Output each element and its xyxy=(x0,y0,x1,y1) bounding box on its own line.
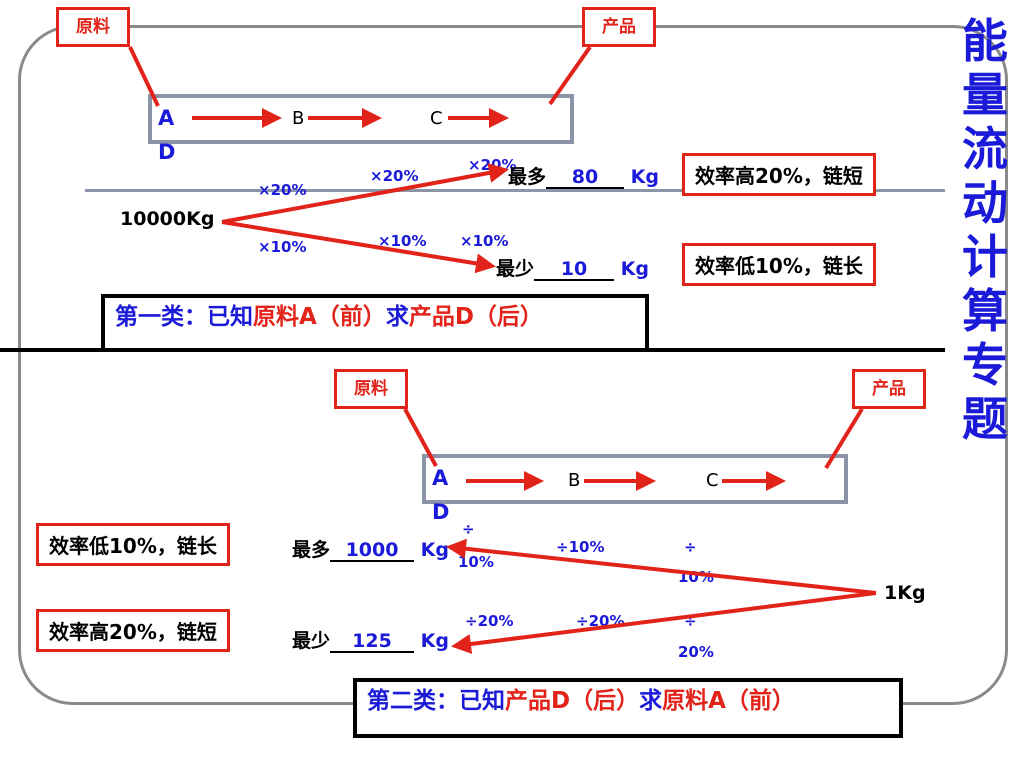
product-pointer-line xyxy=(824,407,864,470)
title-char: 专 xyxy=(962,338,1008,392)
max-value: 80 xyxy=(571,166,599,188)
raw-pointer-line xyxy=(403,408,438,467)
category-text: 求 xyxy=(385,304,409,330)
category-text: 产品D（后） xyxy=(408,304,543,330)
title-char: 题 xyxy=(962,392,1008,446)
food-chain-box xyxy=(422,454,848,504)
title-char: 计 xyxy=(962,230,1008,284)
source-amount: 10000Kg xyxy=(120,208,215,230)
multiplier-label: ×20% xyxy=(370,167,419,185)
min-value: 10 xyxy=(560,258,588,280)
efficiency-high-box: 效率高20%，链短 xyxy=(682,153,876,196)
max-unit: Kg xyxy=(420,539,449,561)
max-unit: Kg xyxy=(630,166,659,188)
raw-material-label: 原料 xyxy=(334,369,408,409)
min-label: 最少 xyxy=(292,630,331,652)
efficiency-high-box: 效率高20%，链短 xyxy=(36,609,230,652)
max-flow-arrow xyxy=(221,163,509,224)
max-label: 最多 xyxy=(508,166,547,188)
vertical-title: 能 量 流 动 计 算 专 题 xyxy=(955,14,1015,446)
category-text: 原料A（前） xyxy=(662,688,795,714)
divisor-label: ÷20% xyxy=(465,612,514,630)
divisor-label: ÷ xyxy=(684,538,697,556)
chain-node-a: A xyxy=(432,466,449,490)
divisor-label: 20% xyxy=(678,643,714,661)
multiplier-label: ×10% xyxy=(258,238,307,256)
chain-node-c: C xyxy=(430,108,443,129)
product-pointer-line xyxy=(548,45,592,106)
raw-pointer-line xyxy=(128,46,160,107)
min-label: 最少 xyxy=(496,258,535,280)
min-unit: Kg xyxy=(420,630,449,652)
category-one-box: 第一类：已知原料A（前）求产品D（后） xyxy=(101,294,649,352)
min-flow-arrow xyxy=(221,220,496,274)
title-char: 流 xyxy=(962,122,1008,176)
product-label: 产品 xyxy=(852,369,926,409)
min-flow-arrow xyxy=(451,591,877,654)
category-text: 产品D（后） xyxy=(505,688,640,714)
source-amount: 1Kg xyxy=(884,582,926,604)
chain-node-d: D xyxy=(432,500,450,524)
min-result: 最少 125 Kg xyxy=(292,626,449,653)
multiplier-label: ×10% xyxy=(378,232,427,250)
raw-material-label: 原料 xyxy=(56,7,130,47)
chain-node-a: A xyxy=(158,106,175,130)
max-result: 最多 80 Kg xyxy=(508,162,659,189)
chain-node-b: B xyxy=(292,108,305,129)
chain-node-c: C xyxy=(706,470,719,491)
category-text: 第一类：已知 xyxy=(115,304,253,330)
product-label: 产品 xyxy=(582,7,656,47)
category-text: 原料A（前） xyxy=(253,304,386,330)
multiplier-label: ×20% xyxy=(258,181,307,199)
max-label: 最多 xyxy=(292,539,331,561)
category-text: 第二类：已知 xyxy=(367,688,505,714)
max-flow-arrow xyxy=(446,538,877,595)
category-two-box: 第二类：已知产品D（后）求原料A（前） xyxy=(353,678,903,738)
title-char: 动 xyxy=(962,176,1008,230)
title-char: 算 xyxy=(962,284,1008,338)
title-char: 量 xyxy=(962,68,1008,122)
max-value: 1000 xyxy=(345,539,399,561)
min-value: 125 xyxy=(352,630,392,652)
multiplier-label: ×10% xyxy=(460,232,509,250)
efficiency-low-box: 效率低10%，链长 xyxy=(36,523,230,566)
min-unit: Kg xyxy=(620,258,649,280)
efficiency-low-box: 效率低10%，链长 xyxy=(682,243,876,286)
max-result: 最多 1000 Kg xyxy=(292,535,449,562)
title-char: 能 xyxy=(962,14,1008,68)
category-text: 求 xyxy=(639,688,663,714)
divisor-label: ÷10% xyxy=(556,538,605,556)
min-result: 最少 10 Kg xyxy=(496,254,649,281)
divisor-label: ÷ xyxy=(462,520,475,538)
chain-node-b: B xyxy=(568,470,581,491)
top-separator-line xyxy=(85,189,945,192)
chain-node-d: D xyxy=(158,140,176,164)
food-chain-box xyxy=(148,94,574,144)
